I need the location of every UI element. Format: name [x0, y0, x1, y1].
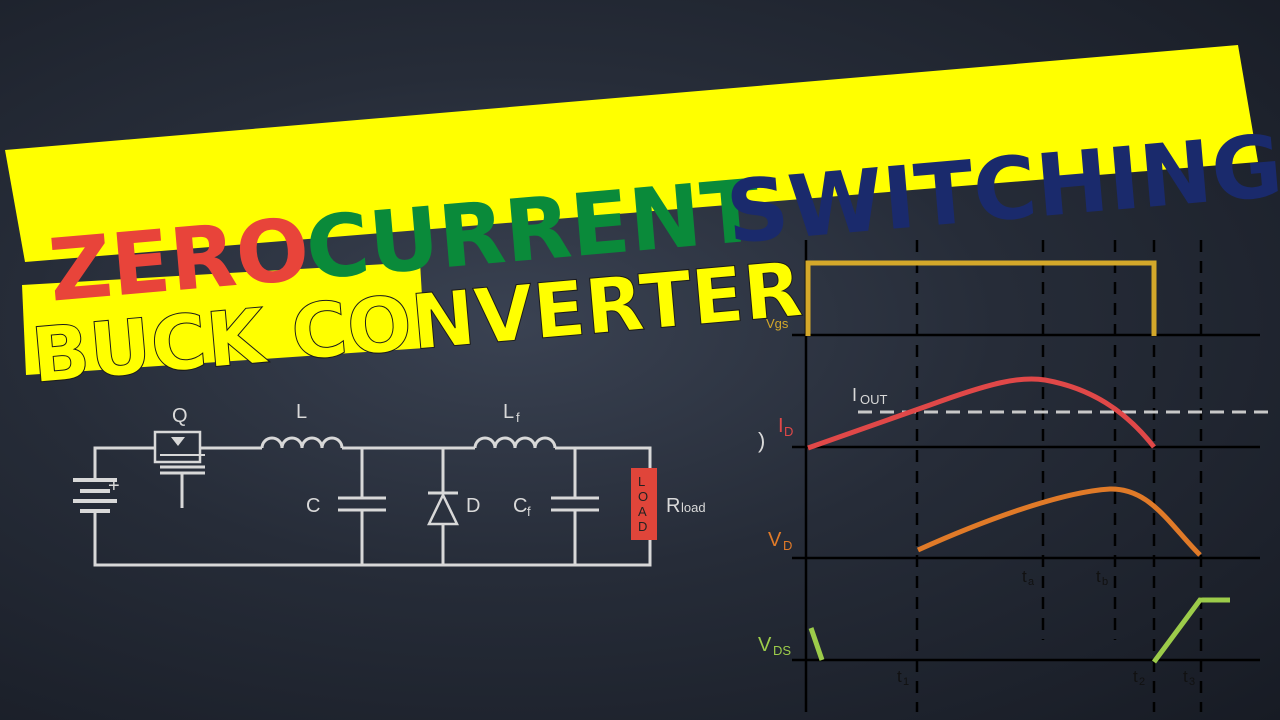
switching-waveforms: Vgs I OUT I D ) V D V DS t a t b t 1 t 2…	[758, 240, 1272, 712]
battery-plus-label: +	[108, 475, 120, 497]
label-vds-sub: DS	[773, 643, 791, 658]
label-t2: t	[1133, 667, 1138, 686]
label-id: I	[778, 415, 784, 437]
label-ta: t	[1022, 567, 1027, 586]
load-letter-a: A	[638, 504, 647, 519]
label-tb-sub: b	[1102, 576, 1108, 588]
load-letter-d: D	[638, 519, 647, 534]
label-cf: C	[513, 495, 527, 517]
vds-waveform-start	[808, 627, 825, 661]
vds-waveform-rise	[1151, 597, 1230, 664]
inductor-l-icon: L	[222, 401, 475, 450]
load-letter-l: L	[638, 474, 645, 489]
id-waveform	[807, 376, 1156, 451]
label-t3: t	[1183, 667, 1188, 686]
mosfet-switch-icon: Q	[138, 405, 222, 508]
label-rload-sub: load	[681, 500, 706, 515]
label-lf-sub: f	[516, 410, 520, 425]
wire-top-left	[93, 446, 138, 480]
wire-bottom	[93, 510, 652, 567]
label-l: L	[296, 401, 307, 423]
label-t1-sub: 1	[903, 676, 909, 688]
label-t2-sub: 2	[1139, 676, 1145, 688]
banner-yellow-strip-small	[22, 262, 425, 375]
battery-icon: +	[73, 475, 120, 513]
label-iout: I	[852, 385, 857, 405]
load-resistor-icon: L O A D R load	[631, 468, 706, 540]
diode-d-icon: D	[427, 448, 480, 565]
label-rload: R	[666, 495, 680, 517]
label-paren: )	[758, 428, 765, 453]
capacitor-cf-icon: C f	[513, 448, 599, 565]
title-word-zero: ZERO	[45, 200, 313, 322]
label-id-sub: D	[784, 424, 793, 439]
label-q: Q	[172, 405, 188, 427]
label-iout-sub: OUT	[860, 392, 888, 407]
vd-waveform	[916, 486, 1202, 557]
vgs-waveform	[805, 260, 1157, 336]
capacitor-c-icon: C	[306, 448, 386, 565]
label-tb: t	[1096, 567, 1101, 586]
inductor-lf-icon: L f	[473, 401, 575, 450]
title-banner: ZERO CURRENT SWITCHING BUCK CONVERTER	[5, 45, 1280, 401]
label-t3-sub: 3	[1189, 676, 1195, 688]
label-vd-sub: D	[783, 538, 792, 553]
label-vd: V	[768, 529, 782, 551]
label-c: C	[306, 495, 320, 517]
buck-converter-circuit: + Q L C	[73, 401, 706, 567]
label-ta-sub: a	[1028, 576, 1035, 588]
label-cf-sub: f	[527, 504, 531, 519]
label-vgs: Vgs	[766, 316, 789, 331]
wire-right	[575, 446, 652, 468]
load-letter-o: O	[638, 489, 648, 504]
label-t1: t	[897, 667, 902, 686]
banner-yellow-strip	[5, 45, 1258, 262]
label-d: D	[466, 495, 480, 517]
label-vds: V	[758, 634, 772, 656]
label-lf: L	[503, 401, 514, 423]
